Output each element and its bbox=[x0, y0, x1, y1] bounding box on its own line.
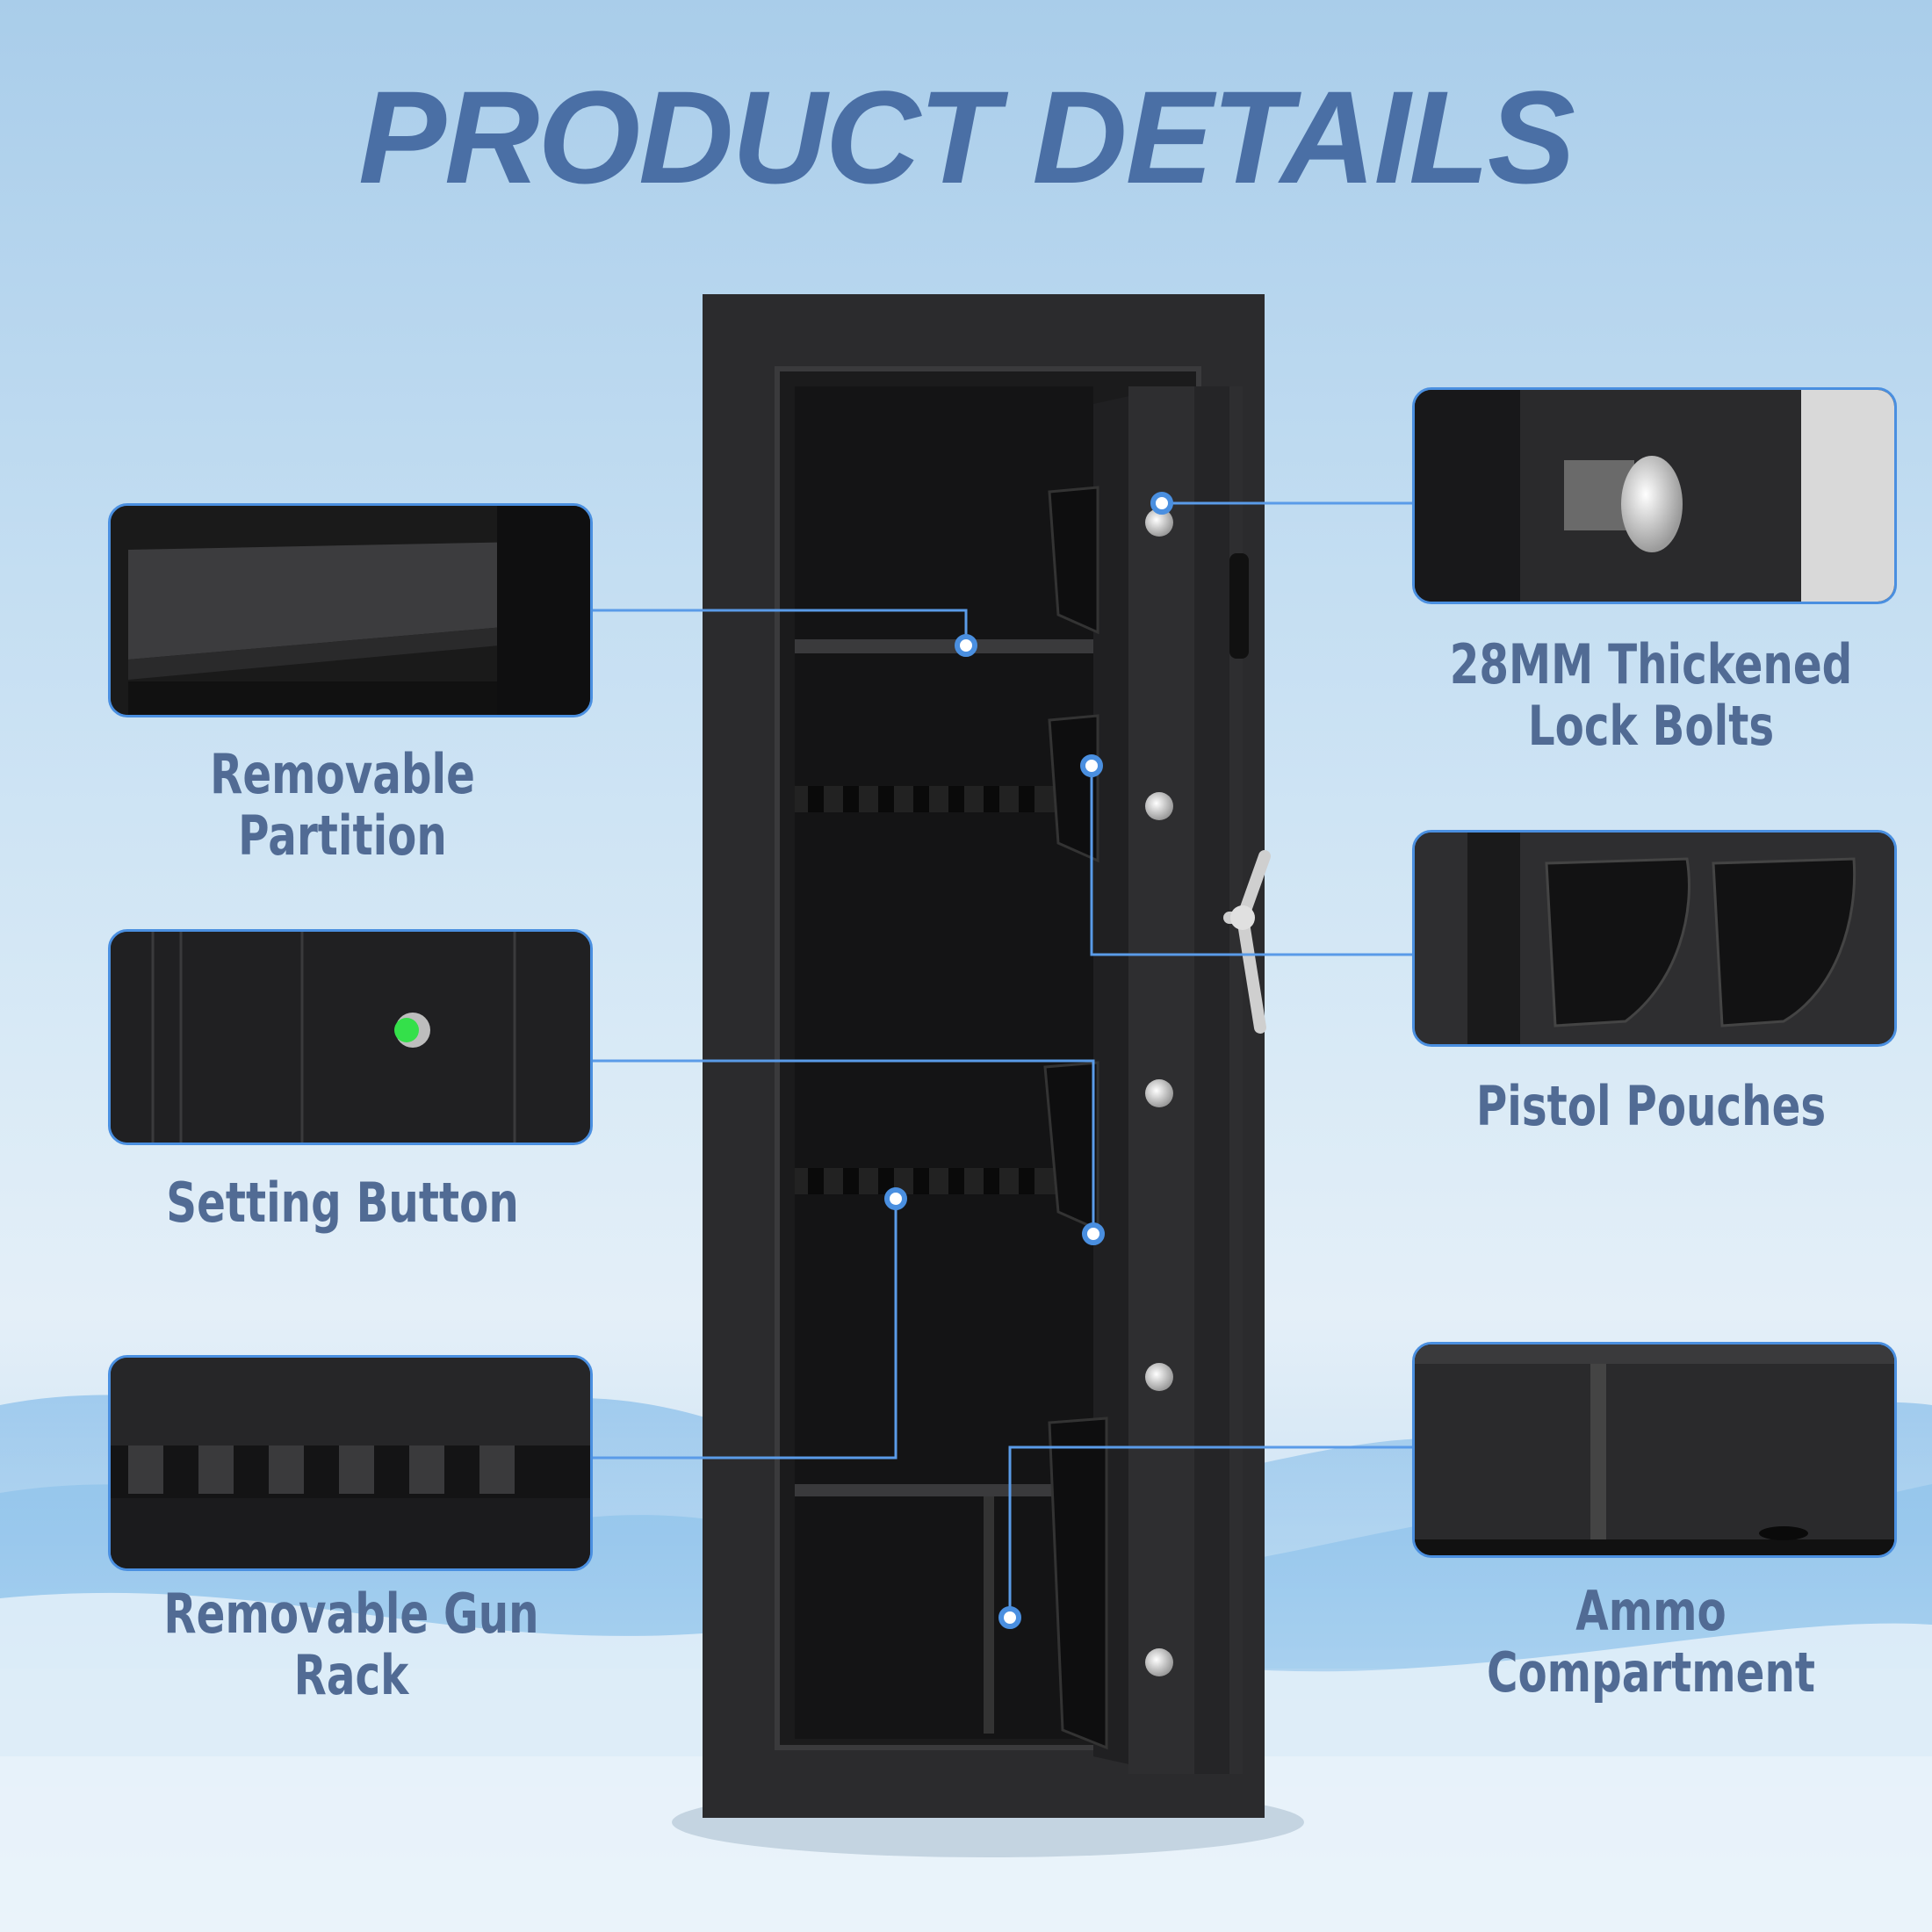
removable-gun-rack-label: Removable Gun Rack bbox=[163, 1582, 539, 1707]
ammo-compartment-label: Ammo Compartment bbox=[1486, 1579, 1816, 1705]
door-pouches bbox=[1043, 486, 1108, 1750]
setting-button-label: Setting Button bbox=[166, 1171, 519, 1235]
removable-gun-rack-panel bbox=[108, 1355, 593, 1571]
ammo-compartment-panel bbox=[1412, 1342, 1897, 1558]
dot-gun-rack bbox=[884, 1187, 907, 1210]
removable-partition-label: Removable Partition bbox=[210, 742, 475, 868]
gun-rack-photo bbox=[111, 1358, 590, 1568]
page-title: PRODUCT DETAILS bbox=[358, 63, 1575, 211]
setting-button-photo bbox=[111, 932, 590, 1143]
upper-gun-rack bbox=[795, 786, 1093, 812]
lower-gun-rack bbox=[795, 1168, 1093, 1194]
dot-setting bbox=[1082, 1222, 1105, 1245]
lock-bolts-label-line2: Lock Bolts bbox=[1527, 694, 1775, 758]
setting-button-panel bbox=[108, 929, 593, 1145]
lock-bolts-label: 28MM Thickened Lock Bolts bbox=[1431, 634, 1870, 757]
lock-bolt-photo bbox=[1415, 390, 1894, 602]
pistol-pouches-label: Pistol Pouches bbox=[1475, 1074, 1827, 1138]
dot-partition bbox=[955, 634, 977, 657]
partition-photo bbox=[111, 506, 590, 715]
removable-partition-panel bbox=[108, 503, 593, 717]
dot-lock-bolt bbox=[1150, 492, 1173, 515]
lock-bolts-panel bbox=[1412, 387, 1897, 604]
setting-button-led bbox=[394, 1018, 419, 1042]
dot-ammo bbox=[998, 1606, 1021, 1629]
ammo-compartment-photo bbox=[1415, 1344, 1894, 1555]
pistol-pouches-photo bbox=[1415, 833, 1894, 1044]
pistol-pouches-panel bbox=[1412, 830, 1897, 1047]
dot-pouch bbox=[1080, 754, 1103, 777]
lock-bolts-label-line1: 28MM Thickened bbox=[1449, 632, 1853, 696]
partition-shelf bbox=[795, 639, 1093, 653]
lock-bolts bbox=[1145, 508, 1173, 1676]
